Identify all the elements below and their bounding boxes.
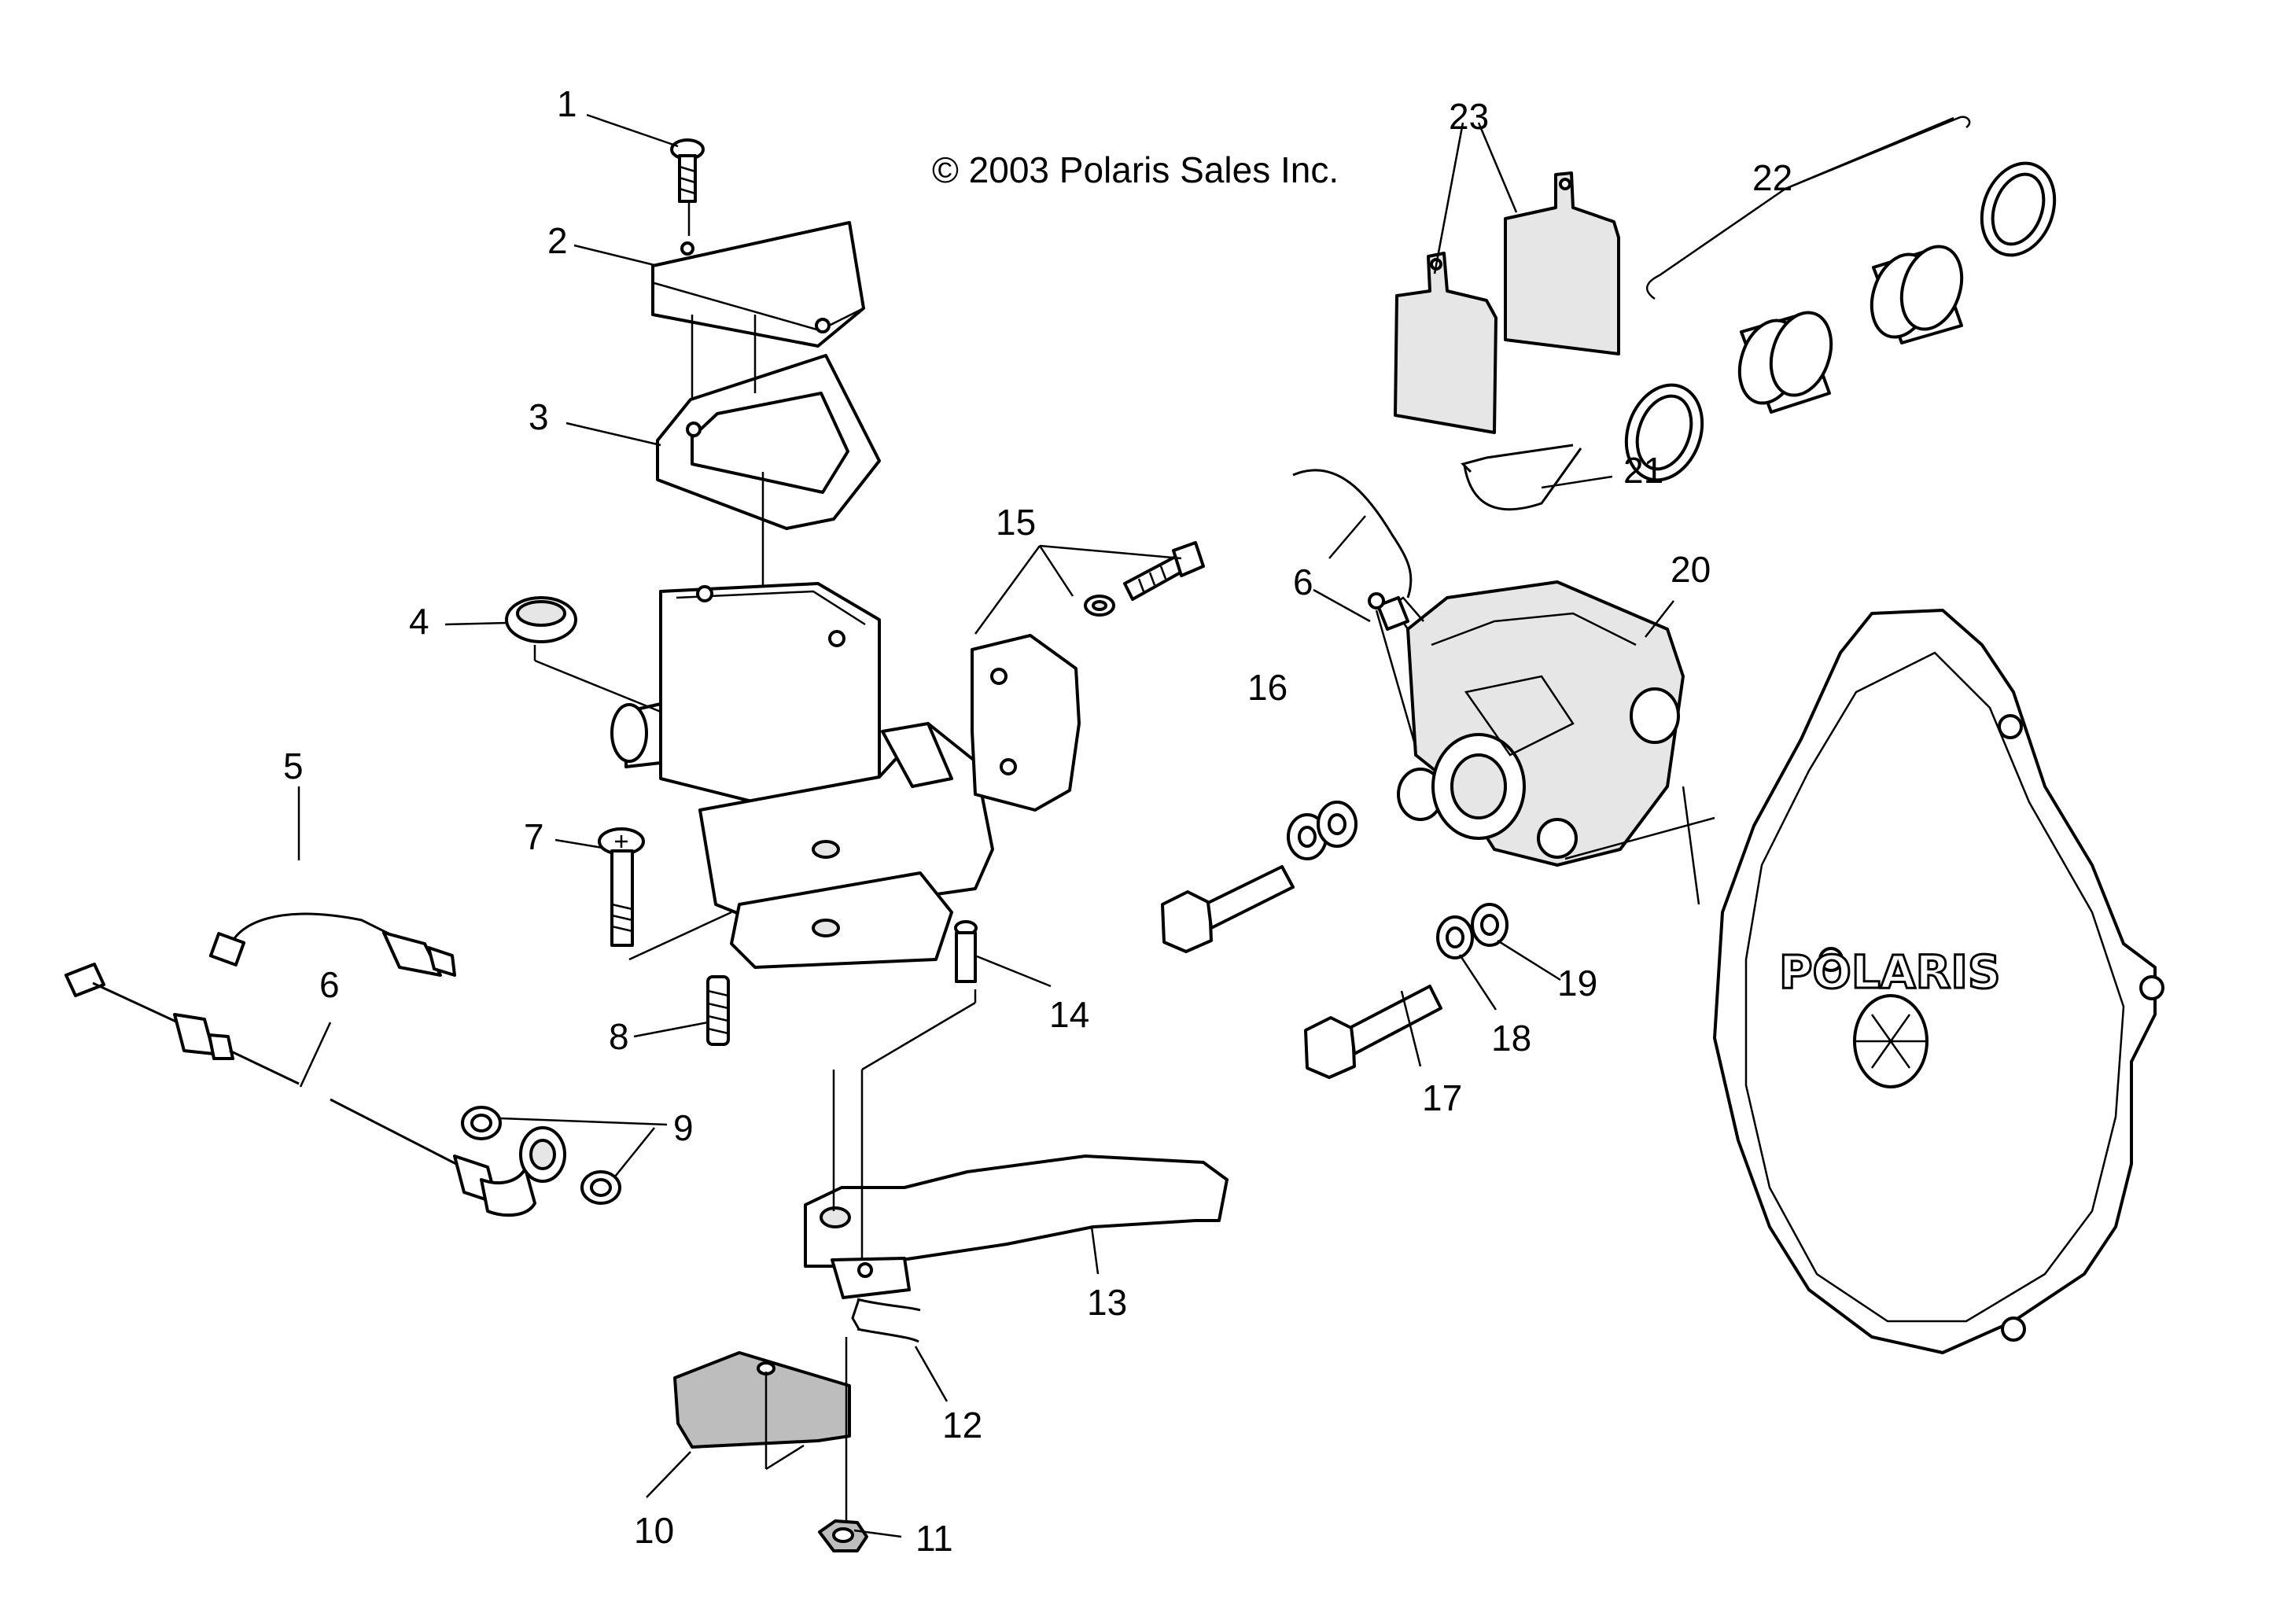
callout-17: 17	[1422, 1077, 1462, 1118]
callout-12: 12	[942, 1405, 982, 1445]
part-6-brake-line	[64, 963, 566, 1217]
callout-4: 4	[409, 601, 429, 642]
part-16-bleeder-valve	[1368, 592, 1409, 631]
part-13-brake-lever	[804, 1001, 1229, 1299]
part-7-pivot-bolt	[598, 827, 645, 947]
part-20-brake-caliper	[1391, 580, 1685, 867]
callout-15: 15	[996, 502, 1036, 543]
callout-6-left: 6	[319, 964, 340, 1005]
callout-5: 5	[283, 746, 304, 786]
callout-20: 20	[1671, 549, 1711, 590]
callout-3: 3	[529, 396, 549, 437]
callout-10: 10	[634, 1510, 674, 1551]
part-6-brake-line-to-caliper	[1292, 469, 1413, 598]
part-9-crush-washers	[461, 1106, 621, 1205]
polaris-logo-text: POLARIS	[1779, 945, 2001, 999]
callout-23: 23	[1449, 96, 1489, 137]
part-3-diaphragm-gasket	[656, 354, 881, 530]
copyright-text: © 2003 Polaris Sales Inc.	[932, 149, 1339, 190]
callout-1: 1	[557, 83, 577, 124]
callout-13: 13	[1087, 1282, 1127, 1323]
callout-2: 2	[547, 220, 568, 261]
part-14-pivot-pin	[954, 920, 978, 1003]
part-12-lever-spring	[851, 1298, 921, 1343]
part-21-pad-retaining-pin	[1461, 444, 1582, 511]
callout-11: 11	[915, 1518, 953, 1559]
part-15-handlebar-clamp	[971, 541, 1205, 812]
part-11-lock-nut	[818, 1337, 868, 1552]
callout-14: 14	[1049, 994, 1089, 1035]
callout-8: 8	[609, 1016, 629, 1057]
callout-22: 22	[1752, 157, 1792, 198]
callout-7: 7	[524, 816, 544, 857]
callout-6-right: 6	[1293, 562, 1313, 602]
chaincase-cover: POLARIS	[1713, 609, 2164, 1354]
part-23-brake-pads	[1394, 171, 1620, 434]
leader-line	[1682, 786, 1700, 905]
part-18-19-washers	[1287, 801, 1509, 959]
master-cylinder-body	[534, 582, 994, 969]
callout-16: 16	[1247, 667, 1288, 708]
part-17-mounting-bolts	[1161, 865, 1442, 1079]
callout-19: 19	[1557, 963, 1597, 1003]
part-4-boot-grommet	[505, 596, 577, 661]
part-10-lever-cover	[673, 1351, 851, 1471]
leader-line	[1564, 816, 1715, 860]
part-8-set-screw	[706, 975, 730, 1046]
part-22-pistons-and-seals	[1624, 161, 2057, 482]
part-2-reservoir-cover	[651, 221, 865, 348]
callout-18: 18	[1491, 1018, 1531, 1059]
callout-leaders	[297, 113, 1971, 1538]
callout-9: 9	[673, 1107, 694, 1148]
part-1-cover-screw	[670, 138, 705, 236]
callout-21: 21	[1623, 450, 1663, 491]
part-5-brake-light-switch	[208, 912, 456, 977]
